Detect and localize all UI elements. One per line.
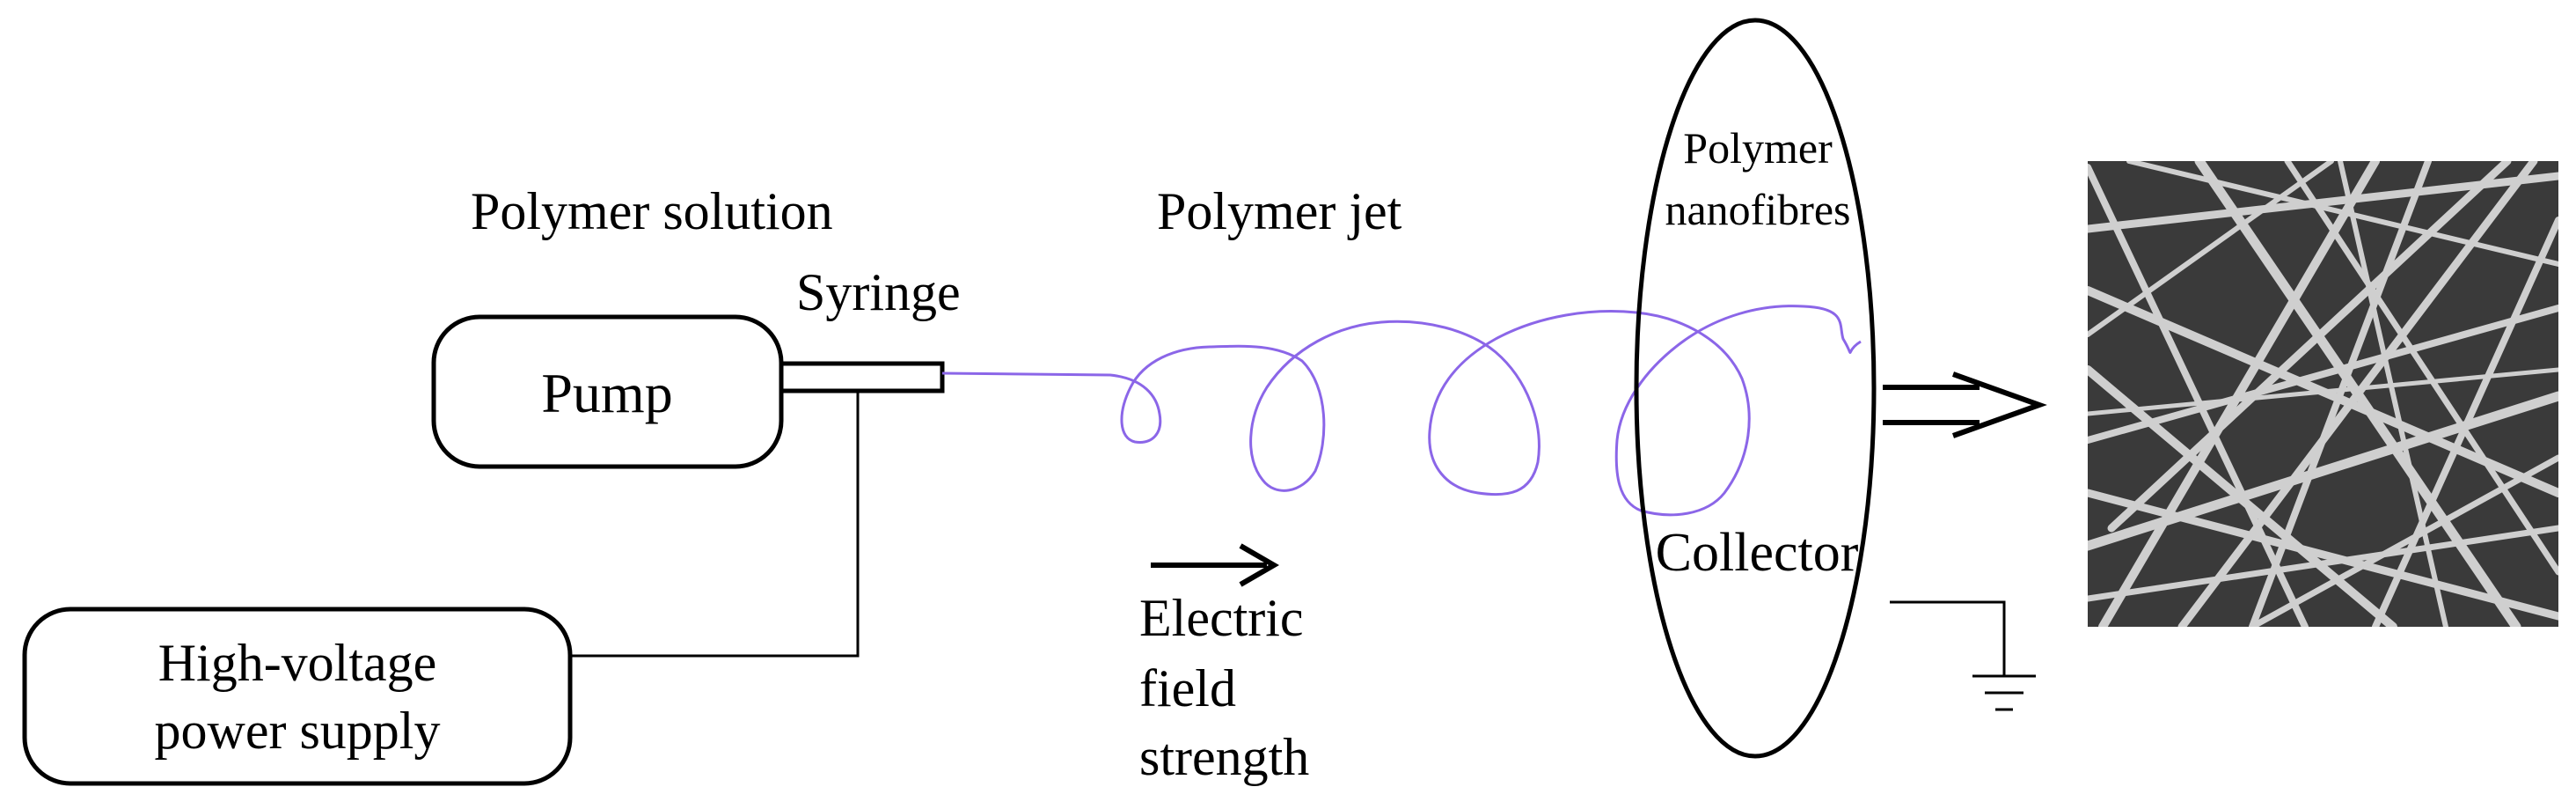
ground-icon (1890, 600, 2036, 711)
electric-field-label-line2: field (1139, 659, 1236, 717)
polymer-nanofibres-label-line2: nanofibres (1665, 185, 1850, 234)
electric-field-label-line3: strength (1139, 728, 1309, 786)
syringe-needle (779, 361, 945, 393)
syringe-label: Syringe (796, 263, 961, 321)
pump-label: Pump (541, 362, 672, 424)
polymer-nanofibres-label-line1: Polymer (1683, 123, 1833, 173)
polymer-jet-label: Polymer jet (1157, 182, 1402, 240)
polymer-jet-spiral (941, 305, 1862, 517)
electric-field-label-line1: Electric (1139, 589, 1304, 647)
power-supply-label-line1: High-voltage (158, 634, 437, 692)
right-arrow-icon (1151, 543, 1279, 587)
double-right-arrow-icon (1883, 371, 2047, 438)
power-supply-label-line2: power supply (155, 702, 441, 760)
polymer-solution-label: Polymer solution (471, 182, 833, 240)
supply-wire (570, 391, 860, 658)
power-supply-box (22, 607, 573, 786)
collector-ellipse (1634, 18, 1877, 759)
nanofibre-micrograph (2088, 161, 2558, 627)
collector-label: Collector (1656, 523, 1859, 583)
